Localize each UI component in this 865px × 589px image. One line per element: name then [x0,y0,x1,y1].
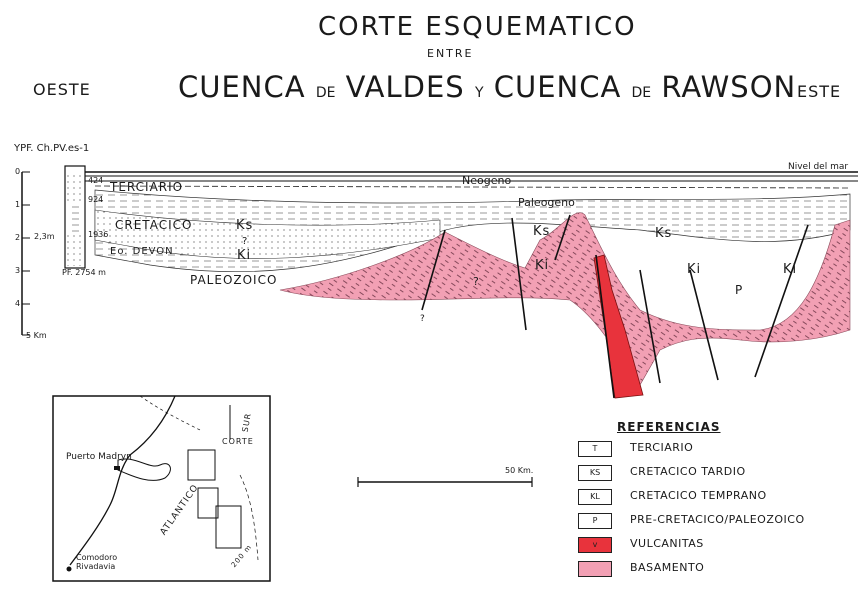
label-p: P [735,283,744,297]
label-ki-3: Ki [687,262,702,277]
label-ki-1: Ki [237,248,252,263]
label-paleogeno: Paleogeno [518,196,575,209]
east-label: ESTE [797,82,842,101]
title-entre: ENTRE [427,47,474,60]
legend-title: REFERENCIAS [617,420,721,434]
diagram-subtitle: CUENCA DE VALDES Y CUENCA DE RAWSON [178,70,796,104]
legend-label: CRETACICO TARDIO [630,465,746,478]
label-question-3: ? [420,314,426,324]
basement-left [279,212,851,386]
map-puerto-madryn: Puerto Madryn [66,452,132,462]
sea-level-lines [65,171,858,189]
legend-swatch: KL [578,489,612,505]
title-cuenca-1: CUENCA [178,70,306,104]
label-paleozoico: PALEOZOICO [190,273,278,287]
title-rawson: RAWSON [661,70,797,104]
title-cuenca-2: CUENCA [493,70,622,104]
depth-tick-2: 2 [15,233,21,242]
label-eo-devon: Eo. DEVON [110,246,174,257]
label-cretacico: CRETACICO [115,218,193,232]
legend-swatch: T [578,441,612,457]
legend-label: TERCIARIO [630,441,694,454]
map-comodoro: Comodoro Rivadavia [76,553,118,571]
well-depth-424: 424 [88,176,104,185]
depth-tick-5: 5 Km [26,331,47,340]
diagram-title: CORTE ESQUEMATICO [318,12,637,42]
legend-label: PRE-CRETACICO/PALEOZOICO [630,513,805,526]
well-name: YPF. Ch.PV.es-1 [14,143,90,154]
legend-label: CRETACICO TEMPRANO [630,489,767,502]
legend-swatch: v [578,537,612,553]
legend-swatch: KS [578,465,612,481]
label-ks-1: Ks [236,218,254,233]
title-de-2: DE [631,85,652,101]
title-de-1: DE [315,85,336,101]
label-neogeno: Neogeno [462,174,512,187]
legend-swatch: P [578,513,612,529]
title-y: Y [474,85,484,101]
well-depth-924: 924 [88,195,104,204]
map-corte: CORTE [222,437,254,446]
label-ki-4: Ki [783,262,798,277]
label-ks-2: Ks [533,224,551,239]
legend-label: VULCANITAS [630,537,704,550]
scale-bar [357,477,533,487]
label-terciario: TERCIARIO [110,180,184,194]
depth-tick-4: 4 [15,299,21,308]
title-valdes: VALDES [345,70,465,104]
well-depth-1936: 1936 [88,230,109,239]
well-total-depth: PF. 2754 m [62,268,106,277]
depth-tick-3: 3 [15,266,21,275]
label-ki-2: Ki [535,258,550,273]
sea-level-label: Nivel del mar [788,162,849,172]
west-label: OESTE [33,80,91,99]
location-map [52,395,271,582]
label-question-1: ? [242,236,249,247]
depth-tick-1: 1 [15,200,21,209]
label-ks-3: Ks [655,226,673,241]
legend-swatch [578,561,612,577]
legend-label: BASAMENTO [630,561,705,574]
well-column [21,165,86,336]
well-marker-2m: 2,3m [34,232,55,241]
faults [421,214,809,399]
depth-tick-0: 0 [15,167,21,176]
label-question-2: ? [473,275,480,288]
scale-label: 50 Km. [505,466,534,475]
